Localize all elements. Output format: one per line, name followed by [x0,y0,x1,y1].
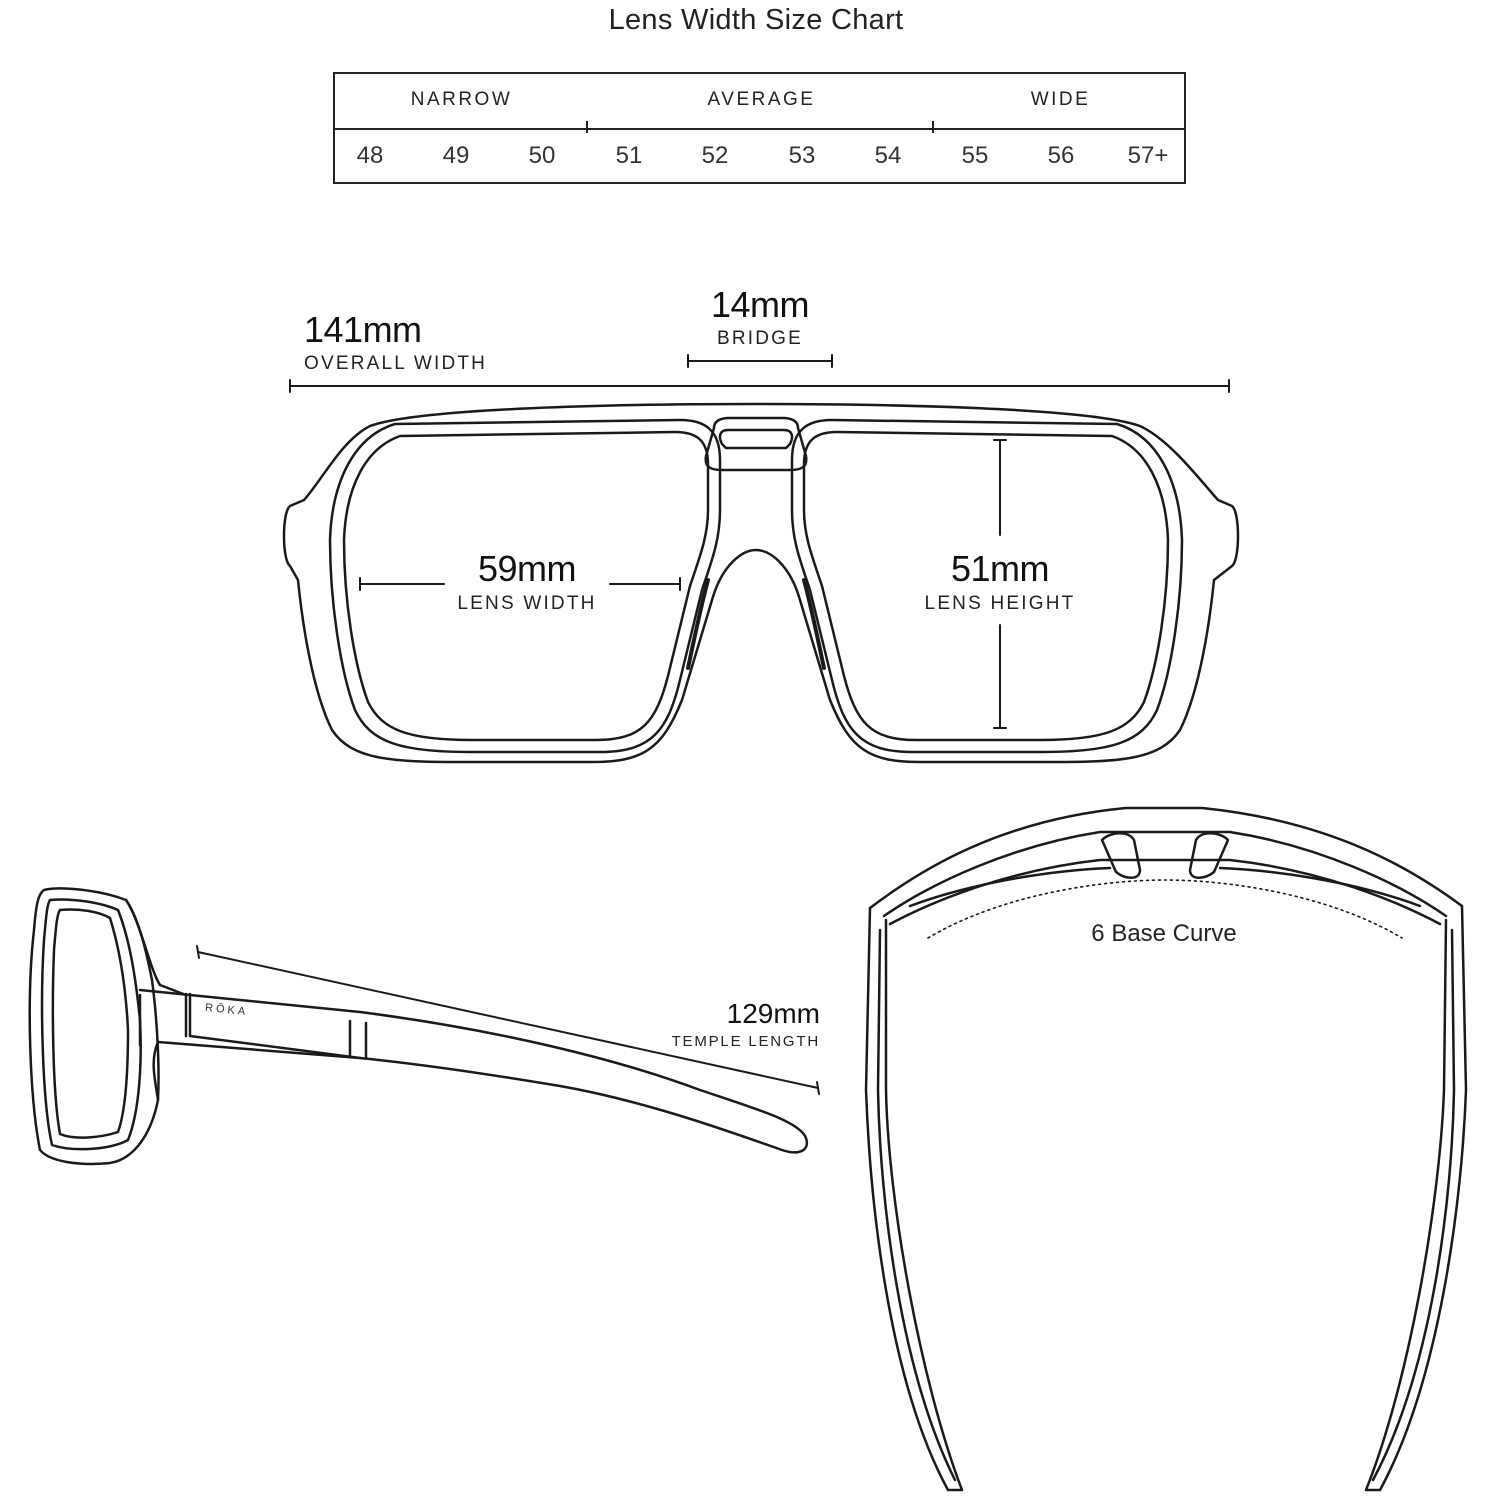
category-divider-tick [932,121,934,133]
size-cell: 50 [528,142,556,169]
temple-length-value: 129mm [726,998,820,1029]
lens-width-dimension [359,577,681,591]
bridge-dimension [687,354,833,368]
overall-width-label: OVERALL WIDTH [304,353,488,374]
temple-length-label: TEMPLE LENGTH [671,1033,820,1050]
size-chart-table: NARROW AVERAGE WIDE 48 49 50 51 52 53 54… [333,72,1186,184]
size-category-row: NARROW AVERAGE WIDE [335,74,1184,133]
lens-height-label: LENS HEIGHT [924,593,1076,614]
size-cell: 54 [874,142,902,169]
lens-width-label: LENS WIDTH [457,593,597,614]
lens-height-value: 51mm [950,548,1050,589]
bridge-label: BRIDGE [716,328,804,349]
size-cell: 55 [961,142,989,169]
base-curve-arc [927,879,1403,939]
base-curve-label: 6 Base Curve [1091,920,1237,947]
front-view-drawing [282,402,1240,764]
lens-height-dimension [993,439,1007,729]
category-divider-tick [586,121,588,133]
category-wide: WIDE [1030,89,1091,110]
top-view-drawing [864,806,1468,1492]
size-cell: 49 [442,142,470,169]
size-cell: 52 [701,142,729,169]
size-cell: 57+ [1127,142,1169,169]
category-average: AVERAGE [707,89,816,110]
size-cell: 56 [1047,142,1075,169]
size-cell: 48 [356,142,384,169]
overall-width-dimension [289,379,1230,393]
category-narrow: NARROW [410,89,513,110]
temple-length-dimension [196,945,820,1095]
bridge-value: 14mm [710,284,810,325]
size-cell: 51 [615,142,643,169]
side-view-drawing [28,887,809,1166]
size-cell: 53 [788,142,816,169]
lens-width-value: 59mm [477,548,577,589]
chart-title: Lens Width Size Chart [608,4,904,36]
overall-width-value: 141mm [304,309,422,350]
